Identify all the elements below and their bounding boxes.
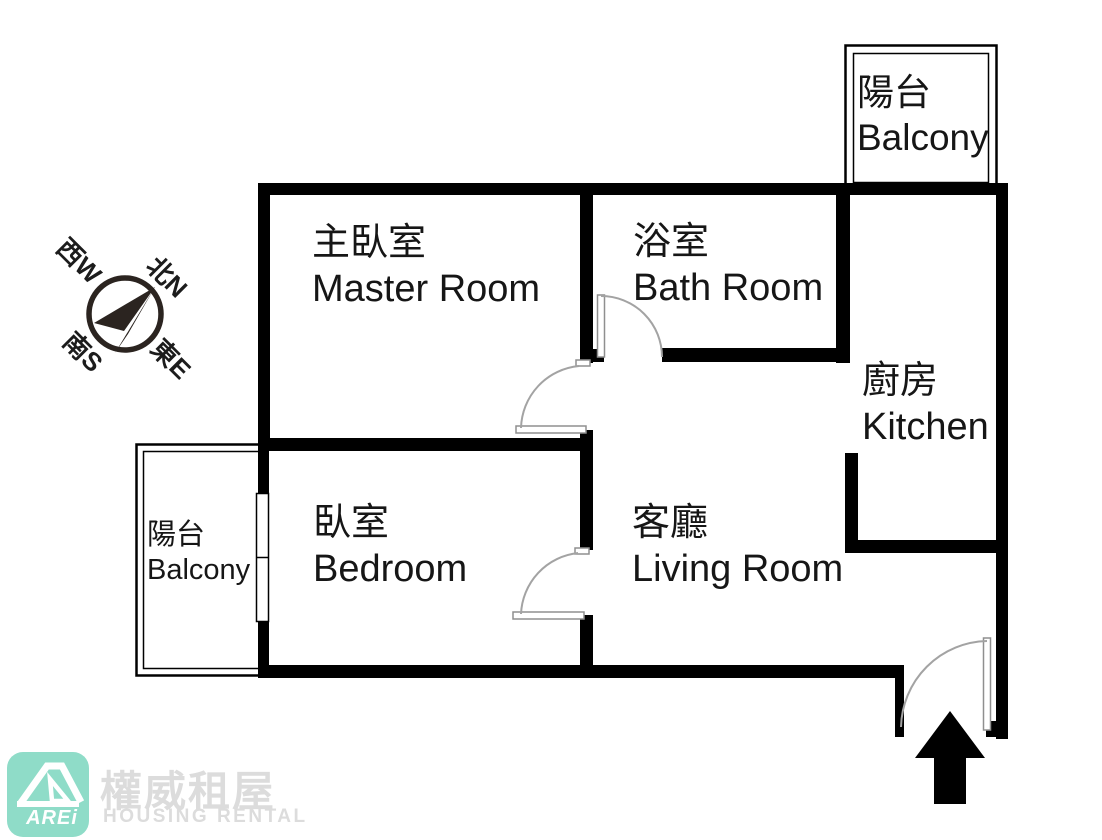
wall-entry-jog xyxy=(895,665,904,737)
bedroom-door-arc xyxy=(520,552,579,615)
entrance-arrow-icon xyxy=(915,711,985,804)
bedroom-window xyxy=(255,492,270,623)
room-label-living-zh: 客廳 xyxy=(632,502,709,544)
room-label-kitchen: 廚房 Kitchen xyxy=(862,358,989,451)
master-door-jamb xyxy=(575,359,591,367)
compass-needle-wing xyxy=(94,287,155,331)
agency-logo-abbr: AREi xyxy=(26,807,78,829)
master-door-leaf xyxy=(515,425,587,434)
room-label-balcony-left: 陽台 Balcony xyxy=(147,518,250,589)
balcony-left-box xyxy=(135,443,269,677)
wall-left-bedroom-upper xyxy=(258,438,269,495)
wall-left-bedroom-lower xyxy=(258,620,269,678)
compass-needle-fin xyxy=(115,287,155,353)
compass-circle xyxy=(86,275,164,353)
doors xyxy=(512,294,992,731)
agency-name-en: HOUSING RENTAL xyxy=(103,806,308,827)
wall-master-bedroom-divider xyxy=(258,438,592,451)
room-label-bath-en: Bath Room xyxy=(633,267,824,310)
balcony-outer-line xyxy=(135,443,269,677)
room-label-master: 主臥室 Master Room xyxy=(312,220,540,313)
bath-door-leaf xyxy=(596,294,606,358)
room-label-bath: 浴室 Bath Room xyxy=(633,219,823,312)
wall-bath-right xyxy=(836,183,850,363)
logo-divider-bar xyxy=(17,801,79,807)
bedroom-door-leaf xyxy=(512,611,585,620)
room-label-balcony-left-zh: 陽台 xyxy=(147,519,206,551)
room-label-master-zh: 主臥室 xyxy=(312,222,427,264)
wall-right xyxy=(996,183,1008,739)
room-label-master-en: Master Room xyxy=(312,268,541,311)
wall-hall-lower xyxy=(580,615,593,678)
wall-bath-bottom xyxy=(662,348,850,362)
room-label-bedroom-en: Bedroom xyxy=(313,548,468,591)
entry-door-arc xyxy=(900,640,988,728)
balcony-inner-line xyxy=(852,52,990,184)
balcony-top-right-box xyxy=(844,44,998,191)
compass-rose xyxy=(86,275,164,353)
room-label-living: 客廳 Living Room xyxy=(632,500,843,593)
agency-logo-badge: AREi xyxy=(7,752,89,837)
wall-kitchen-left xyxy=(845,453,858,552)
room-label-balcony-left-en: Balcony xyxy=(147,554,251,587)
room-label-bath-zh: 浴室 xyxy=(633,221,710,263)
master-door-arc xyxy=(520,365,580,429)
entry-door-leaf xyxy=(982,637,992,731)
room-label-living-en: Living Room xyxy=(632,548,844,591)
room-label-kitchen-zh: 廚房 xyxy=(862,360,939,402)
room-label-balcony-top: 陽台 Balcony xyxy=(857,70,989,160)
room-label-balcony-top-en: Balcony xyxy=(857,117,989,159)
wall-kitchen-bottom xyxy=(845,540,996,553)
wall-top xyxy=(258,183,1008,195)
agency-name-zh: 權威租屋 xyxy=(100,768,277,815)
bedroom-door-jamb xyxy=(574,547,590,555)
room-label-bedroom: 臥室 Bedroom xyxy=(313,500,467,593)
room-label-kitchen-en: Kitchen xyxy=(862,406,989,449)
wall-left-master xyxy=(258,183,270,450)
bath-door-arc xyxy=(600,295,663,358)
wall-hall-middle xyxy=(580,430,593,550)
room-label-balcony-top-zh: 陽台 xyxy=(857,72,931,113)
balcony-outer-line xyxy=(844,44,998,191)
walls xyxy=(258,183,1008,739)
wall-hall-upper xyxy=(580,183,593,363)
room-label-bedroom-zh: 臥室 xyxy=(313,502,390,544)
